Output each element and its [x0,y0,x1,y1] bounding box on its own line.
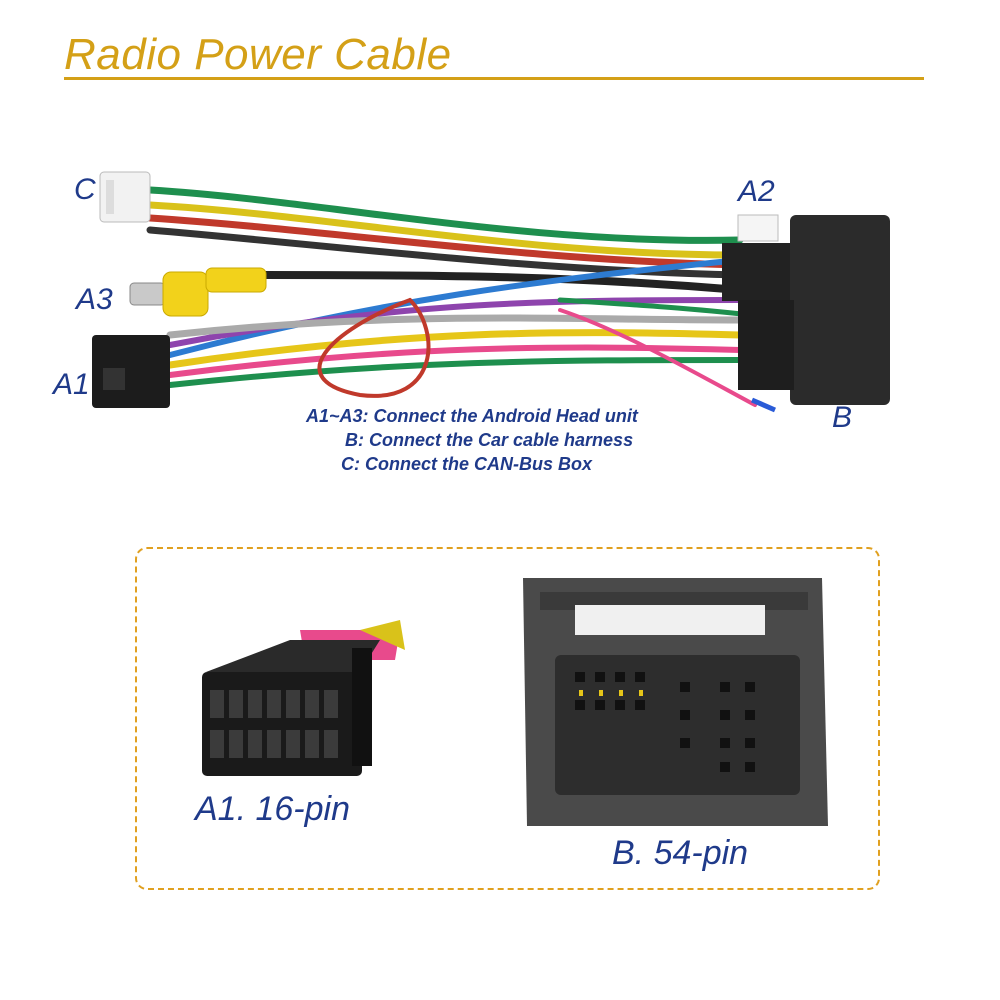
label-a2: A2 [738,175,775,208]
wire-bundle [146,186,793,407]
page-title: Radio Power Cable [64,30,452,79]
legend-line-b: B: Connect the Car cable harness [345,430,634,450]
a1-connector [92,335,170,408]
a1-16pin-closeup [202,620,405,776]
connector-detail-box [135,547,880,890]
caption-a1-16pin: A1. 16-pin [195,790,350,828]
caption-b-54pin: B. 54-pin [612,834,749,872]
title-underline [64,77,924,80]
label-a3: A3 [76,283,113,316]
legend-line-c: C: Connect the CAN-Bus Box [341,454,592,474]
label-a1: A1 [53,368,90,401]
label-b: B [832,401,853,434]
c-connector [99,171,151,223]
b-54pin-closeup [523,578,828,826]
label-c: C [74,173,96,206]
a3-rca-connector [129,267,267,317]
legend-line-a1-a3: A1~A3: Connect the Android Head unit [306,406,638,426]
b-connector [738,215,890,405]
a2-connector [722,214,794,301]
